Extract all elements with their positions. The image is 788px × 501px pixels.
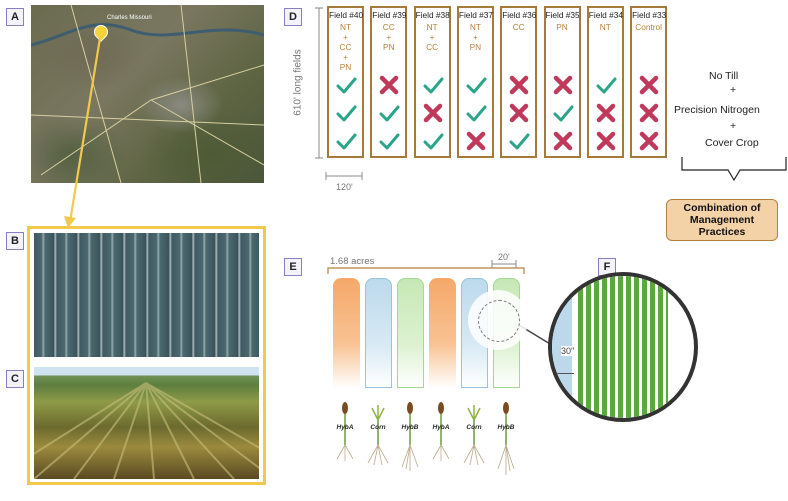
row-spacing-label: 30" (561, 346, 574, 356)
green-crop-rows (578, 276, 668, 422)
sorghum-icon (402, 402, 418, 471)
row-spacing-tick (554, 373, 574, 374)
sorghum-icon (433, 402, 449, 461)
plant-label: Corn (459, 424, 489, 431)
plant-label: Corn (363, 424, 393, 431)
plant-label: HybA (426, 424, 456, 431)
corn-icon (368, 405, 388, 465)
sorghum-icon (498, 402, 514, 475)
corn-icon (464, 405, 484, 465)
plant-label: HybA (330, 424, 360, 431)
sorghum-icon (337, 402, 353, 461)
plant-label: HybB (491, 424, 521, 431)
plant-label: HybB (395, 424, 425, 431)
